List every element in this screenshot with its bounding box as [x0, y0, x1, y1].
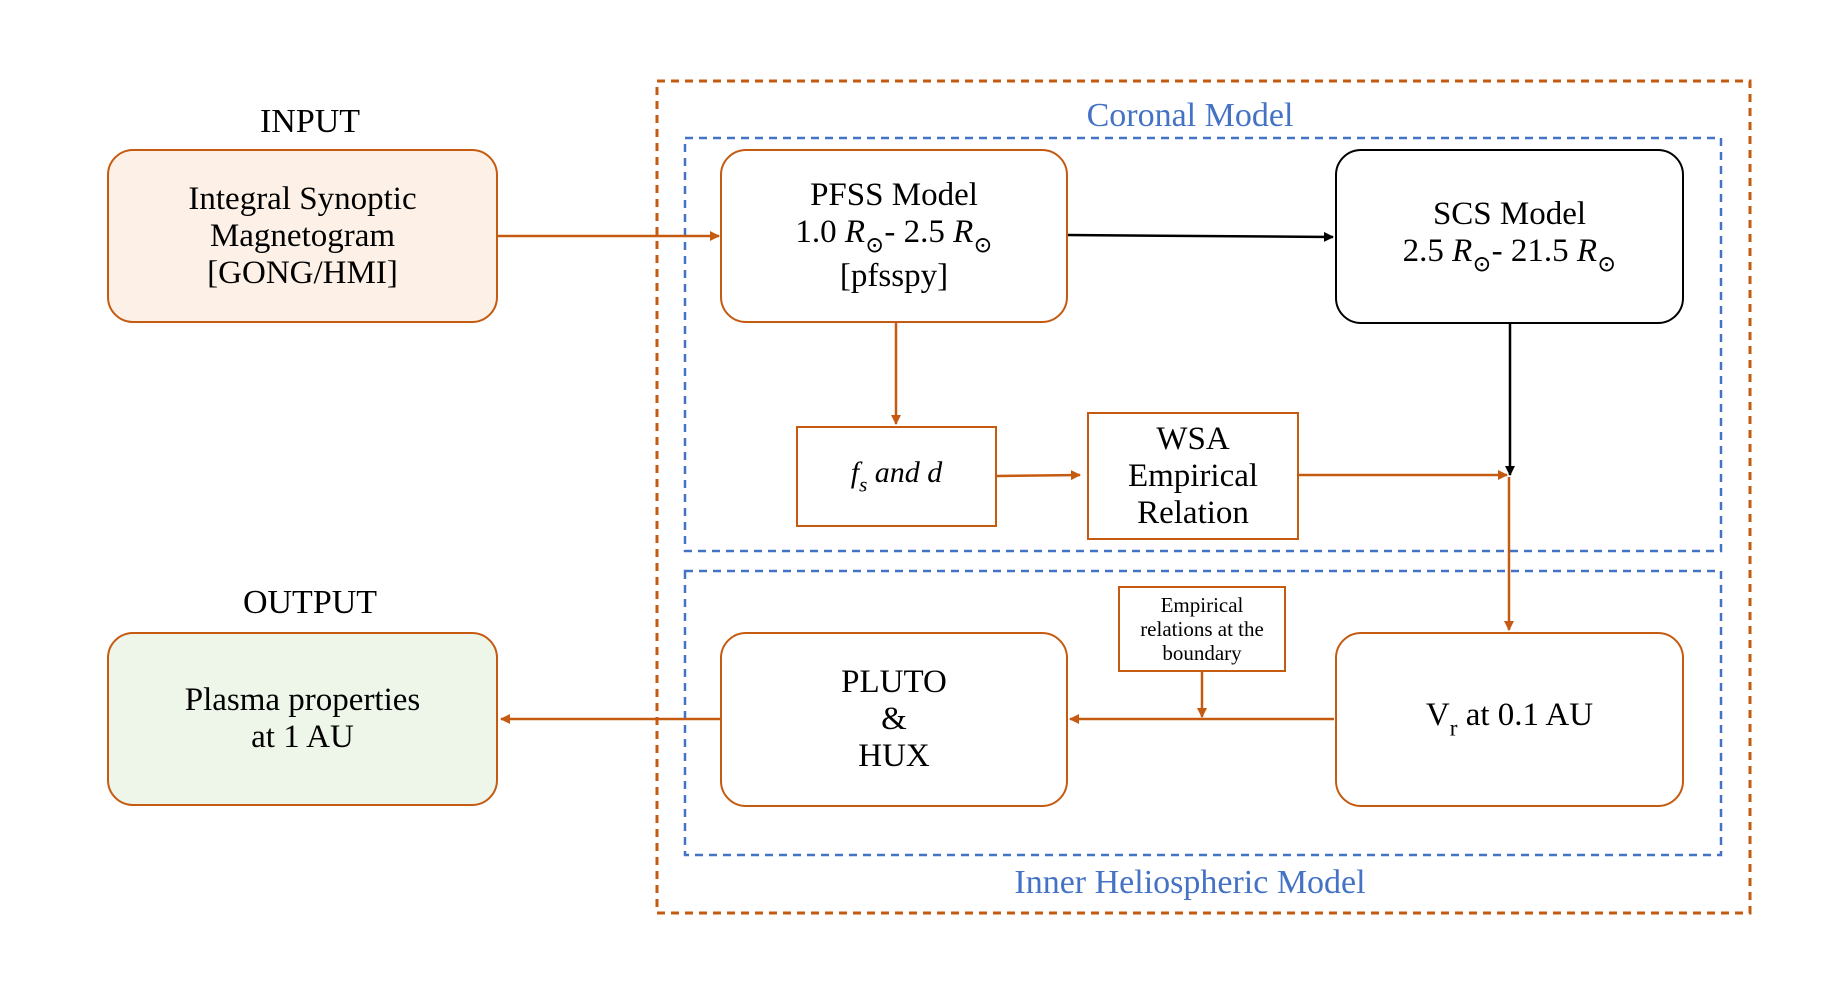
pfss-range-start: 1.0 [795, 213, 837, 250]
arrow-fs-d-to-wsa [996, 470, 1081, 481]
fs-and-d-text: fs and d [851, 456, 943, 497]
pfss-radius-symbol-1: R [844, 213, 866, 250]
input-box-line-1: Integral Synoptic [188, 180, 417, 217]
inner-heliospheric-frame [683, 569, 1723, 857]
pfss-range-separator: - 2.5 [884, 213, 945, 250]
scs-model-box: SCS Model 2.5 R⊙- 21.5 R⊙ [1335, 149, 1684, 324]
wsa-line-2: Empirical [1127, 457, 1259, 494]
input-box: Integral Synoptic Magnetogram [GONG/HMI] [107, 149, 498, 323]
output-box-line-2: at 1 AU [251, 719, 354, 755]
solar-symbol-icon: ⊙ [973, 231, 993, 258]
scs-range-start: 2.5 [1402, 232, 1444, 269]
fs-subscript: s [859, 472, 868, 497]
coronal-model-frame [683, 136, 1723, 553]
wsa-relation-box: WSA Empirical Relation [1087, 412, 1299, 540]
solar-symbol-icon: ⊙ [1597, 250, 1617, 277]
pfss-title: PFSS Model [810, 176, 978, 213]
input-box-line-2: Magnetogram [209, 217, 396, 254]
vr-rest: at 0.1 AU [1457, 697, 1594, 734]
boundary-line-3: boundary [1162, 641, 1242, 666]
output-box-line-1: Plasma properties [184, 682, 421, 718]
scs-title: SCS Model [1432, 195, 1587, 232]
pfss-range: 1.0 R⊙- 2.5 R⊙ [795, 214, 992, 258]
vr-subscript: r [1449, 714, 1458, 741]
coronal-model-label: Coronal Model [1086, 97, 1294, 134]
overall-model-frame [655, 79, 1752, 915]
scs-radius-symbol-1: R [1452, 232, 1473, 269]
pluto-hux-box: PLUTO & HUX [720, 632, 1068, 807]
arrow-pfss-to-scs [1066, 231, 1334, 242]
solar-symbol-icon: ⊙ [865, 231, 885, 258]
pfss-tool: [pfsspy] [839, 258, 949, 295]
solar-symbol-icon: ⊙ [1472, 250, 1492, 277]
boundary-line-1: Empirical [1160, 592, 1244, 617]
vr-symbol: V [1425, 697, 1450, 734]
pfss-radius-symbol-2: R [953, 213, 974, 250]
pluto-line-1: PLUTO [841, 664, 947, 700]
pfss-model-box: PFSS Model 1.0 R⊙- 2.5 R⊙ [pfsspy] [720, 149, 1068, 323]
input-label: INPUT [259, 103, 361, 140]
scs-range-separator: - 21.5 [1491, 232, 1569, 269]
output-box: Plasma properties at 1 AU [107, 632, 498, 806]
fs-symbol: f [850, 455, 860, 489]
pluto-line-3: HUX [858, 738, 930, 774]
wsa-line-1: WSA [1156, 420, 1230, 457]
boundary-line-2: relations at the [1140, 616, 1264, 641]
vr-text: Vr at 0.1 AU [1426, 697, 1593, 741]
pluto-line-2: & [881, 701, 907, 737]
fs-and-d-box: fs and d [796, 426, 997, 527]
input-box-line-3: [GONG/HMI] [207, 254, 398, 291]
inner-heliospheric-label: Inner Heliospheric Model [1014, 864, 1366, 901]
output-label: OUTPUT [242, 584, 378, 621]
scs-radius-symbol-2: R [1576, 232, 1598, 269]
scs-range: 2.5 R⊙- 21.5 R⊙ [1403, 233, 1617, 277]
wsa-line-3: Relation [1137, 494, 1249, 531]
vr-box: Vr at 0.1 AU [1335, 632, 1684, 807]
boundary-relations-box: Empirical relations at the boundary [1118, 586, 1286, 672]
fs-and-d-rest: and d [874, 455, 943, 489]
